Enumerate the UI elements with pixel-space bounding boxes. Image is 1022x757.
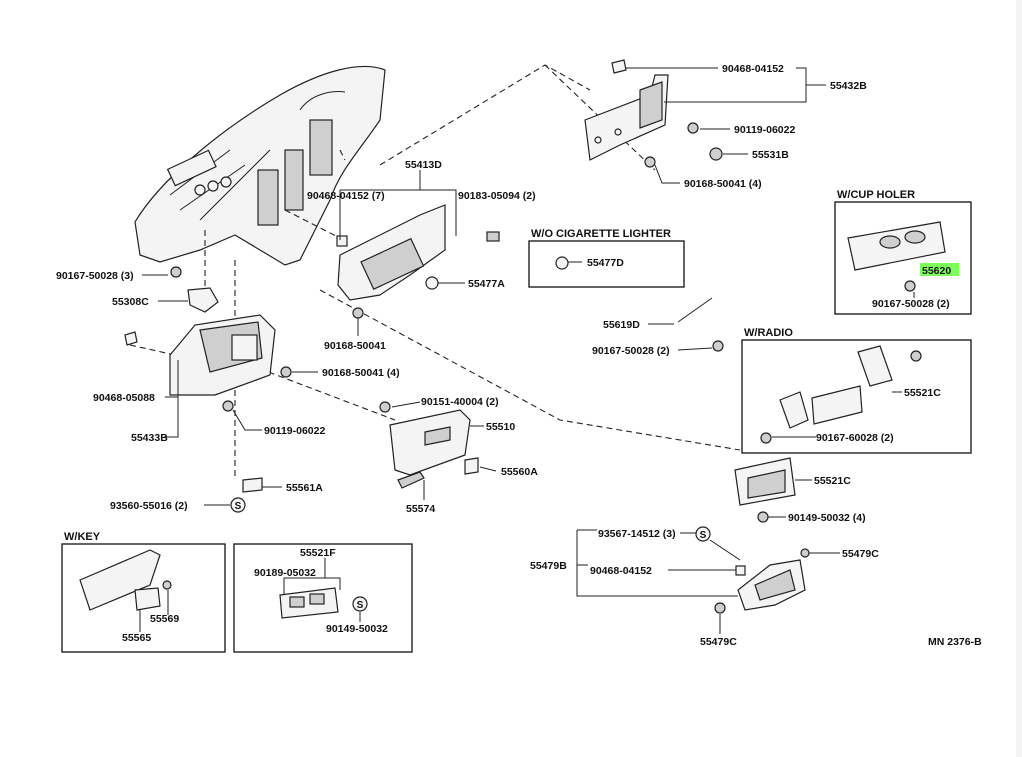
screw-icon [760,432,772,444]
clip-icon [162,580,172,590]
label-90119-06022-mid: 90119-06022 [264,425,325,437]
label-55521c: 55521C [814,475,851,487]
s-mark-text: S [700,530,707,541]
clip-icon [486,231,500,242]
s-mark-icon [352,596,368,612]
screw-icon [170,266,182,278]
s-mark-icon [230,497,246,513]
bracket-55413d [336,204,500,319]
latch-55561a: S [230,477,263,513]
clip-icon [611,59,627,74]
clip-icon [555,256,569,270]
label-55432b: 55432B [830,80,867,92]
s-mark-text: S [357,600,364,611]
right-edge-strip [1016,0,1022,757]
label-90168-50041-4-mid: 90168-50041 (4) [322,367,400,379]
label-90468-05088: 90468-05088 [93,392,155,404]
label-55619d: 55619D [603,319,640,331]
box-cigarette: W/O CIGARETTE LIGHTER [528,228,685,288]
label-90168-50041-4-top: 90168-50041 (4) [684,178,762,190]
box-title-cigarette: W/O CIGARETTE LIGHTER [531,228,671,240]
screw-icon [222,400,234,412]
label-55308c: 55308C [112,296,149,308]
screw-icon [910,350,922,362]
label-90468-04152-7: 90468-04152 (7) [307,190,385,202]
label-55569: 55569 [150,613,179,625]
label-90167-50028-3: 90167-50028 (3) [56,270,134,282]
screw-icon [352,307,364,319]
clip-icon [464,457,479,475]
label-55521f: 55521F [300,547,336,559]
label-55479c-bot: 55479C [700,636,737,648]
label-55479b: 55479B [530,560,567,572]
bracket-55432b [584,59,723,168]
diagram-id: MN 2376-B [928,636,982,648]
s-mark-text: S [235,501,242,512]
glove-box-55510 [379,401,479,489]
clip-icon [425,276,439,290]
label-90167-50028-2-mid: 90167-50028 (2) [592,345,670,357]
label-55531b: 55531B [752,149,789,161]
label-55477d: 55477D [587,257,624,269]
clip-icon [735,565,746,576]
label-90168-50041: 90168-50041 [324,340,386,352]
label-93560-55016-2: 93560-55016 (2) [110,500,188,512]
box-title-radio: W/RADIO [744,327,793,339]
clip-icon [800,548,810,558]
clip-icon [709,147,723,161]
label-90468-04152-top: 90468-04152 [722,63,784,75]
screw-icon [687,122,699,134]
rod-55619d [677,297,724,352]
label-90149-50032-4: 90149-50032 (4) [788,512,866,524]
label-55620: 55620 [922,265,951,277]
assembly-dashed-lines [129,64,741,478]
screw-icon [280,366,292,378]
label-90151-40004-2: 90151-40004 (2) [421,396,499,408]
part-labels: 90468-04152 55432B 90119-06022 55531B 90… [56,63,982,648]
screw-icon [397,471,425,489]
label-90149-50032: 90149-50032 [326,623,388,635]
clip-icon [124,331,138,346]
dashboard-panel [134,65,386,266]
label-90167-50028-2-cup: 90167-50028 (2) [872,298,950,310]
bracket-55308c [170,266,219,313]
screw-icon [644,156,656,168]
label-90189-05032: 90189-05032 [254,567,316,579]
label-55433b: 55433B [131,432,168,444]
label-55565: 55565 [122,632,151,644]
label-90468-04152-bot: 90468-04152 [590,565,652,577]
label-90167-60028-2: 90167-60028 (2) [816,432,894,444]
label-55479c-top: 55479C [842,548,879,560]
highlight-55620 [920,263,959,276]
label-55413d: 55413D [405,159,442,171]
label-90183-05094-2: 90183-05094 (2) [458,190,536,202]
box-55521f: S [233,543,413,653]
label-55560a: 55560A [501,466,538,478]
box-title-key: W/KEY [64,531,101,543]
screw-icon [714,602,726,614]
box-radio: W/RADIO [741,327,972,454]
box-title-cup-holder: W/CUP HOLER [837,189,915,201]
label-55510: 55510 [486,421,515,433]
label-55477a: 55477A [468,278,505,290]
screw-icon [379,401,391,413]
screw-icon [904,280,916,292]
ashtray-55479b: S [695,526,810,614]
clip-icon [336,235,348,247]
label-90119-06022-top: 90119-06022 [734,124,795,136]
box-cup-holder: W/CUP HOLER [834,189,972,315]
center-bezel-55433b [124,314,292,412]
leader-lines [139,67,915,634]
screw-icon [757,511,769,523]
box-key: W/KEY [61,531,226,653]
screw-icon [712,340,724,352]
box-55521c [734,457,796,523]
label-55561a: 55561A [286,482,323,494]
s-mark-icon [695,526,711,542]
label-55521c-radio: 55521C [904,387,941,399]
label-55574: 55574 [406,503,435,515]
label-93567-14512-3: 93567-14512 (3) [598,528,676,540]
